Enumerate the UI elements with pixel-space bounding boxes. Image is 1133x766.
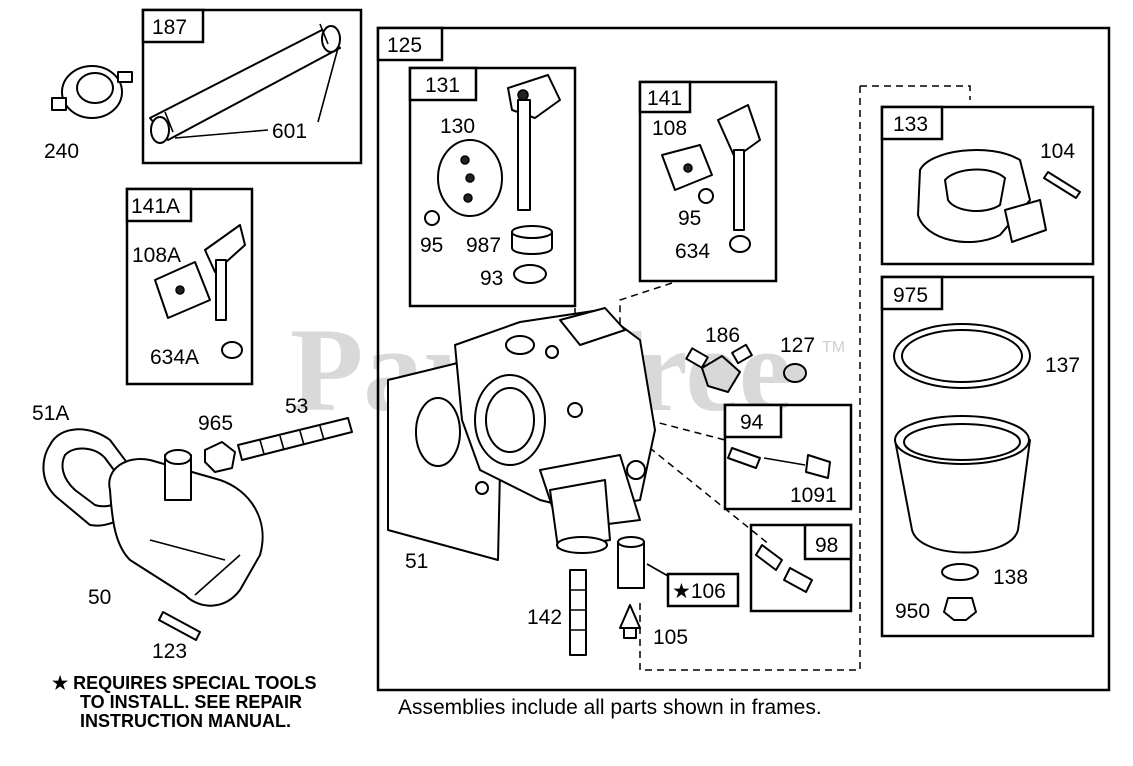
frame-187[interactable] — [141, 8, 363, 165]
frame-131-number: 131 — [425, 74, 460, 97]
label-186: 186 — [705, 324, 740, 347]
label-123: 123 — [152, 640, 187, 663]
frame-141a-number: 141A — [131, 195, 180, 218]
label-127: 127 — [780, 334, 815, 357]
seat-106-part[interactable] — [617, 536, 645, 589]
label-965: 965 — [198, 412, 233, 435]
label-95b: 95 — [678, 207, 701, 230]
special-tools-note-3: INSTRUCTION MANUAL. — [80, 711, 291, 731]
frame-98[interactable] — [749, 523, 853, 613]
label-634a: 634A — [150, 346, 199, 369]
nut-965-part[interactable] — [204, 441, 236, 473]
throttle-shaft-131-part[interactable] — [507, 74, 561, 211]
dash-98 — [639, 439, 771, 546]
frame-133-tag — [880, 105, 944, 141]
frame-94-tag — [723, 403, 783, 439]
frame-133[interactable] — [880, 105, 1095, 266]
label-130: 130 — [440, 115, 475, 138]
leader-106 — [646, 563, 669, 577]
choke-plate-108-part[interactable] — [661, 144, 713, 191]
frame-133-number: 133 — [893, 113, 928, 136]
washer-138-part[interactable] — [941, 563, 979, 581]
choke-shaft-141-part[interactable] — [717, 104, 761, 231]
throttle-plate-130-part[interactable] — [437, 139, 503, 217]
float-133-part[interactable] — [917, 149, 1047, 243]
watermark-tm: TM — [822, 339, 845, 356]
label-108: 108 — [652, 117, 687, 140]
frame-141a-tag — [125, 187, 193, 223]
frame-975-number: 975 — [893, 284, 928, 307]
frame-106[interactable] — [666, 572, 740, 608]
frame-125-tag — [376, 26, 444, 62]
throttle-shaft-141a-part[interactable] — [154, 224, 246, 321]
label-93: 93 — [480, 267, 503, 290]
label-51: 51 — [405, 550, 428, 573]
special-tools-note-1: ★ REQUIRES SPECIAL TOOLS — [52, 673, 317, 693]
screw-123-part[interactable] — [158, 611, 201, 641]
frame-975-tag — [880, 275, 944, 311]
main-jet-screw-98-part[interactable] — [755, 544, 813, 593]
frame-94[interactable] — [723, 403, 853, 511]
label-138: 138 — [993, 566, 1028, 589]
stud-53-part[interactable] — [237, 417, 353, 461]
dash-141 — [619, 282, 673, 330]
assemblies-caption: Assemblies include all parts shown in fr… — [398, 696, 822, 719]
pin-104-part[interactable] — [1043, 171, 1081, 199]
frame-131-tag — [408, 66, 478, 102]
frame-141-tag — [638, 80, 692, 114]
leader-601a — [174, 129, 269, 139]
dash-right — [639, 86, 861, 671]
frame-141[interactable] — [638, 80, 778, 283]
frame-141-number: 141 — [647, 87, 682, 110]
bowl-nut-950-part[interactable] — [943, 597, 977, 621]
label-108a: 108A — [132, 244, 181, 267]
intake-elbow-50-part[interactable] — [108, 449, 264, 607]
label-142: 142 — [527, 606, 562, 629]
idle-mixture-screw-94-part[interactable] — [727, 447, 831, 479]
label-240: 240 — [44, 140, 79, 163]
label-53: 53 — [285, 395, 308, 418]
label-1091: 1091 — [790, 484, 837, 507]
frame-187-tag — [141, 8, 205, 44]
label-95a: 95 — [420, 234, 443, 257]
label-106: ★106 — [672, 580, 726, 603]
special-tools-note-2: TO INSTALL. SEE REPAIR — [80, 692, 302, 712]
label-105: 105 — [653, 626, 688, 649]
needle-105-part[interactable] — [619, 604, 641, 629]
label-51a: 51A — [32, 402, 69, 425]
label-634: 634 — [675, 240, 710, 263]
frame-125-number: 125 — [387, 34, 422, 57]
washer-93-part[interactable] — [513, 264, 547, 284]
frame-94-number: 94 — [740, 411, 764, 434]
float-bowl-part[interactable] — [894, 415, 1031, 554]
fuel-filter-part[interactable] — [51, 65, 133, 119]
carburetor-body-part[interactable] — [454, 307, 656, 554]
label-987: 987 — [466, 234, 501, 257]
frame-98-tag — [803, 523, 853, 561]
frame-131[interactable] — [408, 66, 577, 308]
label-950: 950 — [895, 600, 930, 623]
dash-133 — [860, 85, 971, 100]
label-601: 601 — [272, 120, 307, 143]
leader-601b — [317, 47, 339, 123]
plug-127-part[interactable] — [783, 363, 807, 383]
frame-187-number: 187 — [152, 16, 187, 39]
frame-975[interactable] — [880, 275, 1095, 638]
label-50: 50 — [88, 586, 111, 609]
fuel-line-part[interactable] — [149, 23, 341, 144]
label-137: 137 — [1045, 354, 1080, 377]
label-104: 104 — [1040, 140, 1075, 163]
spring-634-part[interactable] — [729, 235, 751, 253]
emulsion-tube-142-part[interactable] — [569, 569, 587, 656]
frame-98-number: 98 — [815, 534, 838, 557]
screw-95a-part[interactable] — [424, 210, 440, 226]
spring-634a-part[interactable] — [221, 341, 243, 359]
frame-125[interactable] — [376, 26, 1111, 692]
elbow-fitting-186-part[interactable] — [685, 343, 753, 393]
screw-95b-part[interactable] — [698, 188, 714, 204]
